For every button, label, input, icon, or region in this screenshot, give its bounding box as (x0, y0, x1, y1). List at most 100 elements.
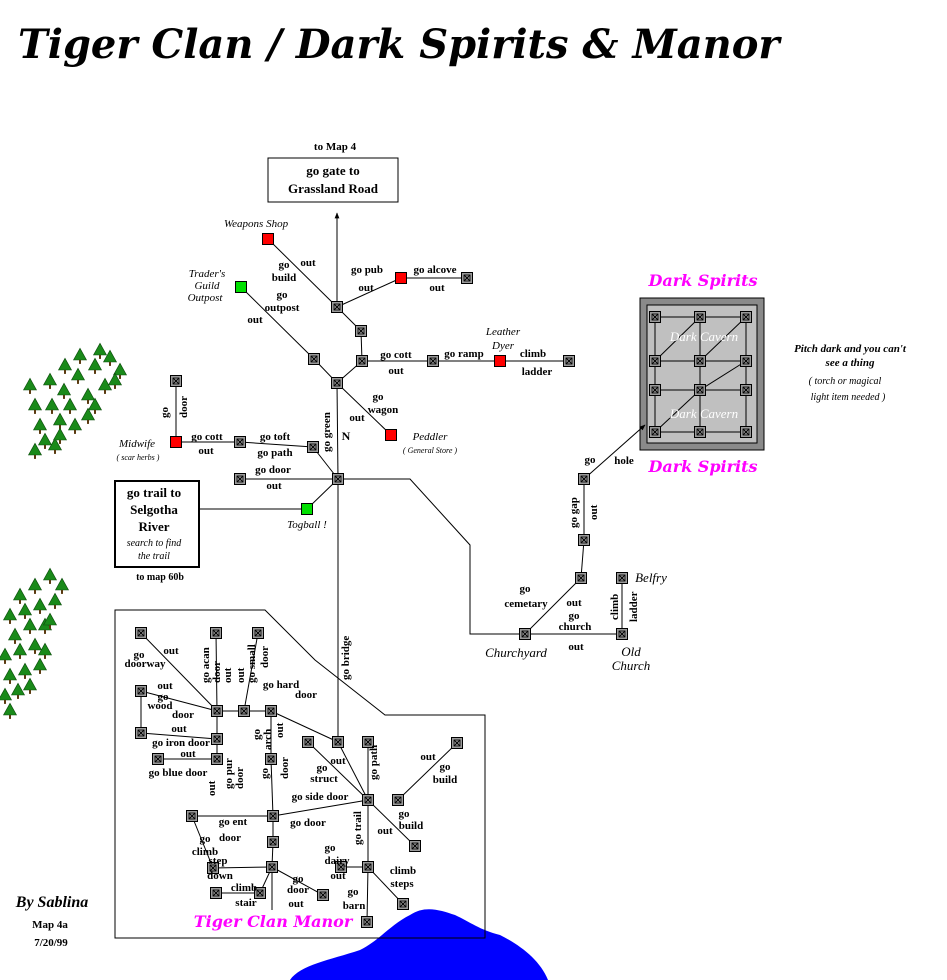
room-n-a1[interactable] (308, 353, 320, 365)
room-m-10[interactable] (152, 753, 164, 765)
room-n-alcove[interactable] (461, 272, 473, 284)
room-ds-1-2[interactable] (694, 384, 706, 396)
room-mark (453, 739, 461, 747)
room-m-4[interactable] (135, 685, 147, 697)
label-leather-dyer-1: Leather (485, 326, 521, 338)
room-m-24[interactable] (266, 861, 278, 873)
room-ds-1-0[interactable] (694, 311, 706, 323)
room-mark (334, 738, 342, 746)
room-n-togball[interactable] (301, 503, 313, 515)
room-m-11[interactable] (211, 753, 223, 765)
room-m-2[interactable] (210, 627, 222, 639)
room-m-12[interactable] (265, 753, 277, 765)
room-m-16[interactable] (451, 737, 463, 749)
room-n-weapons[interactable] (262, 233, 274, 245)
label-m-climb-steps-1: climb (390, 865, 416, 877)
room-m-7[interactable] (265, 705, 277, 717)
room-n-cem[interactable] (575, 572, 587, 584)
room-ds-0-3[interactable] (649, 426, 661, 438)
room-n-hole[interactable] (578, 473, 590, 485)
room-square (262, 233, 274, 245)
room-n-a2[interactable] (355, 325, 367, 337)
room-m-8[interactable] (135, 727, 147, 739)
tree-trunk (39, 610, 41, 614)
label-m-go-arch-2: arch (262, 729, 274, 750)
room-m-19[interactable] (362, 794, 374, 806)
room-m-28[interactable] (254, 887, 266, 899)
room-n-guild[interactable] (235, 281, 247, 293)
room-ds-0-1[interactable] (649, 355, 661, 367)
room-n-churchyard[interactable] (519, 628, 531, 640)
room-n-cott[interactable] (427, 355, 439, 367)
tree-icon (12, 587, 28, 601)
room-ds-0-2[interactable] (649, 384, 661, 396)
room-n-hub[interactable] (332, 473, 344, 485)
room-m-9[interactable] (211, 733, 223, 745)
room-n-belfry[interactable] (616, 572, 628, 584)
room-m-14[interactable] (332, 736, 344, 748)
room-m-17[interactable] (186, 810, 198, 822)
room-m-15[interactable] (362, 736, 374, 748)
tree-trunk (74, 430, 76, 434)
label-m-go-dairy: go (325, 842, 337, 854)
room-ds-2-3[interactable] (740, 426, 752, 438)
room-m-23[interactable] (207, 862, 219, 874)
room-square (395, 272, 407, 284)
room-m-21[interactable] (267, 836, 279, 848)
left-exit-box[interactable] (114, 480, 200, 568)
room-m-25[interactable] (335, 861, 347, 873)
label-m-go-wood-3: door (172, 709, 194, 721)
room-n-door-w[interactable] (234, 473, 246, 485)
room-m-26[interactable] (362, 861, 374, 873)
room-m-30[interactable] (397, 898, 409, 910)
room-n-church[interactable] (616, 628, 628, 640)
room-n-toft[interactable] (307, 441, 319, 453)
tree-icon (102, 349, 118, 363)
room-n-peddler[interactable] (385, 429, 397, 441)
room-m-3[interactable] (252, 627, 264, 639)
room-mark (429, 357, 437, 365)
label-m-out2: out (235, 667, 247, 683)
label-m-go-path-v: go path (368, 745, 380, 780)
room-ds-2-1[interactable] (740, 355, 752, 367)
room-n-center[interactable] (331, 377, 343, 389)
room-n-cott-w[interactable] (234, 436, 246, 448)
room-n-midwife[interactable] (170, 436, 182, 448)
path-line (367, 799, 416, 847)
room-n-dyer[interactable] (494, 355, 506, 367)
room-m-13[interactable] (302, 736, 314, 748)
path-line (267, 238, 338, 308)
room-m-22[interactable] (409, 840, 421, 852)
label-note1: Pitch dark and you can't (794, 343, 907, 355)
room-n-pub-junc[interactable] (331, 301, 343, 313)
room-m-31[interactable] (361, 916, 373, 928)
room-ds-0-0[interactable] (649, 311, 661, 323)
room-m-18[interactable] (267, 810, 279, 822)
tree-icon (52, 412, 68, 426)
path-line (271, 866, 324, 896)
room-n-gap[interactable] (578, 534, 590, 546)
path-line (268, 758, 276, 817)
room-ds-2-0[interactable] (740, 311, 752, 323)
label-note3: ( torch or magical (809, 376, 882, 387)
tree-trunk (34, 650, 36, 654)
tree-icon (2, 607, 18, 621)
room-n-mid-door[interactable] (170, 375, 182, 387)
room-ds-2-2[interactable] (740, 384, 752, 396)
room-m-20[interactable] (392, 794, 404, 806)
room-n-ladder[interactable] (563, 355, 575, 367)
room-n-pub[interactable] (395, 272, 407, 284)
path-line (338, 478, 525, 635)
room-mark (267, 755, 275, 763)
room-m-1[interactable] (135, 627, 147, 639)
room-m-27[interactable] (210, 887, 222, 899)
room-mark (256, 889, 264, 897)
room-m-29[interactable] (317, 889, 329, 901)
top-exit-box[interactable] (267, 157, 399, 203)
room-ds-1-3[interactable] (694, 426, 706, 438)
room-m-5[interactable] (211, 705, 223, 717)
tree-trunk (94, 370, 96, 374)
room-n-b1[interactable] (356, 355, 368, 367)
room-m-6[interactable] (238, 705, 250, 717)
room-ds-1-1[interactable] (694, 355, 706, 367)
